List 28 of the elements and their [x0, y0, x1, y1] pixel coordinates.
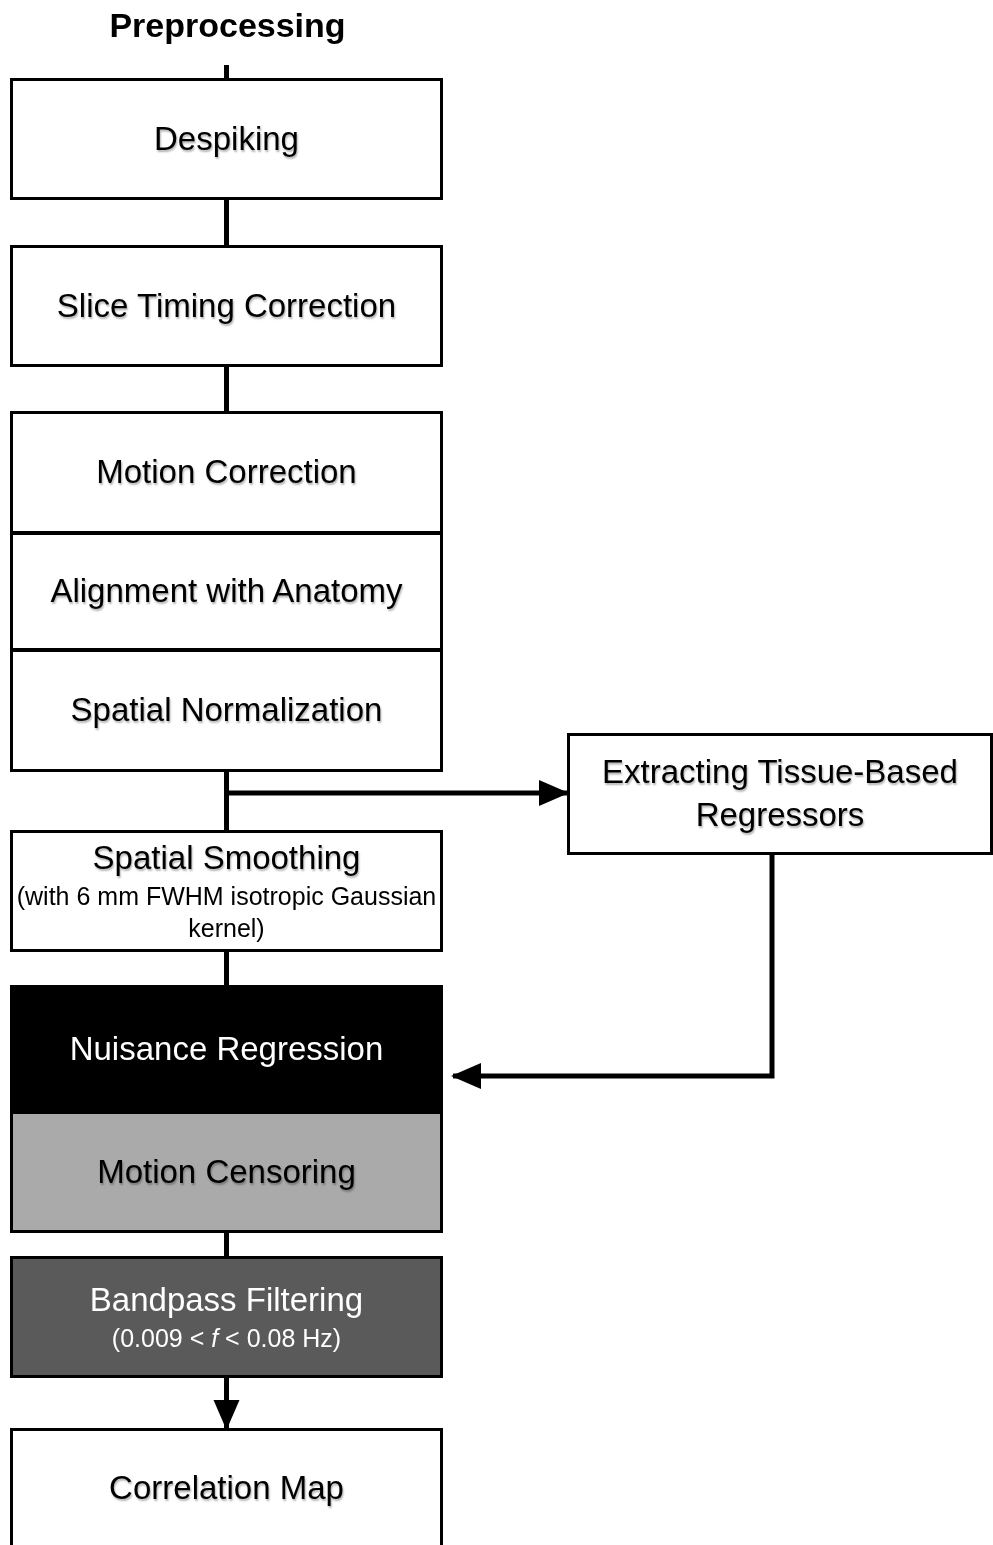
process-box	[567, 733, 993, 855]
step-label: Bandpass Filtering	[89, 1280, 364, 1321]
process-box	[10, 411, 443, 534]
connector-arrow	[213, 1378, 240, 1430]
process-box	[10, 1256, 443, 1378]
step-label: Motion Censoring	[97, 1151, 356, 1192]
process-box	[10, 830, 443, 952]
process-box	[10, 985, 443, 1113]
step-label: Correlation Map	[109, 1467, 344, 1508]
process-box	[10, 532, 443, 651]
step-label: Slice Timing Correction	[56, 285, 397, 326]
step-label: Motion Correction	[96, 452, 357, 493]
step-label: Spatial Normalization	[70, 690, 383, 731]
step-label: Spatial Smoothing	[92, 838, 361, 879]
step-label: Extracting Tissue-Based Regressors	[601, 752, 959, 835]
diagram-title: Preprocessing	[108, 6, 347, 45]
connector-arrow	[224, 772, 569, 806]
process-box	[10, 245, 443, 367]
process-box	[10, 1111, 443, 1233]
step-label: Alignment with Anatomy	[50, 571, 403, 612]
step-detail: (0.009 < f < 0.08 Hz)	[111, 1323, 342, 1355]
process-box	[10, 1428, 443, 1545]
step-detail: (with 6 mm FWHM isotropic Gaussian kernel)	[15, 880, 438, 945]
process-box	[10, 649, 443, 772]
step-label: Nuisance Regression	[69, 1028, 384, 1069]
step-label: Despiking	[154, 118, 299, 159]
process-box	[10, 78, 443, 200]
connector-arrow	[451, 855, 775, 1089]
